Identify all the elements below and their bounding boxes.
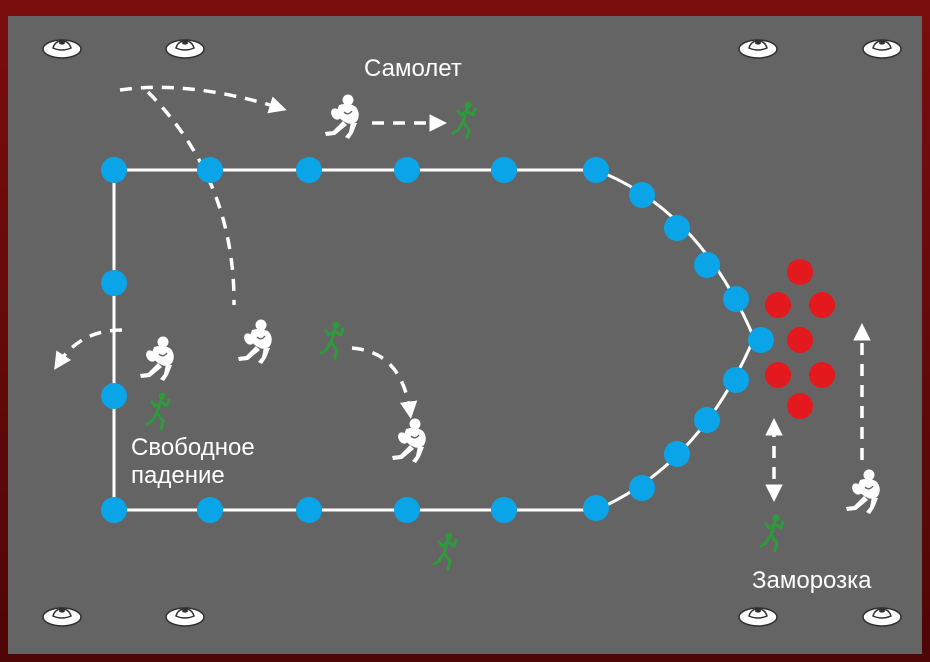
- freeze-marker: [765, 362, 791, 388]
- running-figure-icon: [319, 320, 345, 360]
- arrow-airplane-arc: [119, 85, 287, 114]
- label-freeze: Заморозка: [752, 567, 872, 594]
- boundary-marker: [629, 475, 655, 501]
- boundary-marker: [197, 497, 223, 523]
- boundary-marker: [101, 383, 127, 409]
- arrow-freefall-drop: [146, 90, 236, 306]
- rugby-player-icon: [139, 335, 175, 382]
- cone-icon: [738, 39, 778, 59]
- boundary-marker: [723, 367, 749, 393]
- boundary-marker: [748, 327, 774, 353]
- boundary-marker: [694, 407, 720, 433]
- cone-icon: [165, 39, 205, 59]
- cone-icon: [42, 39, 82, 59]
- rugby-player-icon: [324, 93, 360, 140]
- running-figure-icon: [759, 513, 785, 553]
- boundary-marker: [491, 157, 517, 183]
- label-airplane: Самолет: [364, 55, 462, 82]
- rugby-player-icon: [391, 417, 427, 464]
- boundary-marker: [101, 270, 127, 296]
- freeze-marker: [809, 292, 835, 318]
- boundary-marker: [296, 157, 322, 183]
- boundary-marker: [394, 497, 420, 523]
- arrow-runner-curve: [351, 346, 418, 419]
- running-figure-icon: [451, 100, 477, 140]
- boundary-marker: [694, 252, 720, 278]
- boundary-marker: [296, 497, 322, 523]
- cone-icon: [862, 607, 902, 627]
- boundary-marker: [101, 157, 127, 183]
- boundary-marker: [583, 495, 609, 521]
- cone-icon: [738, 607, 778, 627]
- rugby-player-icon: [845, 468, 881, 515]
- boundary-marker: [629, 182, 655, 208]
- freeze-marker: [809, 362, 835, 388]
- boundary-marker: [491, 497, 517, 523]
- cone-icon: [862, 39, 902, 59]
- cone-icon: [42, 607, 82, 627]
- arrow-exit-left: [54, 328, 123, 370]
- freeze-marker: [787, 393, 813, 419]
- boundary-marker: [664, 215, 690, 241]
- freeze-marker: [787, 259, 813, 285]
- boundary-marker: [101, 497, 127, 523]
- running-figure-icon: [432, 531, 458, 571]
- cone-icon: [165, 607, 205, 627]
- freeze-marker: [787, 327, 813, 353]
- boundary-marker: [197, 157, 223, 183]
- boundary-marker: [394, 157, 420, 183]
- boundary-marker: [583, 157, 609, 183]
- boundary-marker: [723, 286, 749, 312]
- running-figure-icon: [145, 391, 171, 431]
- freeze-marker: [765, 292, 791, 318]
- boundary-marker: [664, 441, 690, 467]
- rugby-player-icon: [237, 318, 273, 365]
- label-free-fall: Свободное падение: [131, 434, 255, 489]
